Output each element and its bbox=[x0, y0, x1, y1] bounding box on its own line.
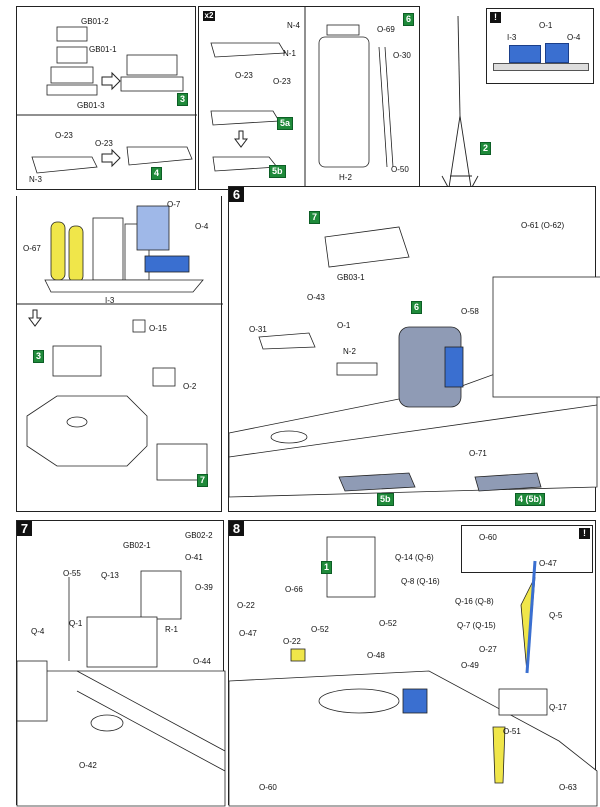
warning-icon: ! bbox=[490, 12, 501, 23]
part-label: Q-4 bbox=[31, 627, 45, 636]
step-badge: 5a bbox=[277, 117, 294, 130]
step-badge: 6 bbox=[411, 301, 423, 314]
part-label: O-41 bbox=[185, 553, 203, 562]
inset-funnel-platform: ! O-1 I-3 O-4 bbox=[486, 8, 594, 84]
part-label: N-3 bbox=[29, 175, 42, 184]
part-label: O-23 bbox=[273, 77, 291, 86]
part-label: O-60 bbox=[479, 533, 497, 542]
part-label: GB01-2 bbox=[81, 17, 109, 26]
part-label: O-67 bbox=[23, 244, 41, 253]
part-label: R-1 bbox=[165, 625, 178, 634]
part-label: O-44 bbox=[193, 657, 211, 666]
superstructure-drawing bbox=[17, 205, 223, 481]
step-badge: 2 bbox=[480, 142, 492, 155]
hull-step6-drawing bbox=[228, 226, 600, 498]
part-label: O-52 bbox=[379, 619, 397, 628]
part-label: O-1 bbox=[539, 21, 553, 30]
part-label: O-27 bbox=[479, 645, 497, 654]
part-label: Q-1 bbox=[69, 619, 83, 628]
part-label: O-1 bbox=[337, 321, 351, 330]
part-label: O-52 bbox=[311, 625, 329, 634]
part-label: O-50 bbox=[391, 165, 409, 174]
part-label: N-1 bbox=[283, 49, 296, 58]
part-label: O-43 bbox=[307, 293, 325, 302]
step-badge: 5b bbox=[377, 493, 394, 506]
part-label: O-60 bbox=[259, 783, 277, 792]
part-label: O-4 bbox=[567, 33, 581, 42]
part-label: O-15 bbox=[149, 324, 167, 333]
part-label: N-4 bbox=[287, 21, 300, 30]
part-label: O-42 bbox=[79, 761, 97, 770]
part-label: GB03-1 bbox=[337, 273, 365, 282]
part-label: O-31 bbox=[249, 325, 267, 334]
part-label: Q-16 (Q-8) bbox=[455, 597, 494, 606]
step-badge: 1 bbox=[321, 561, 333, 574]
part-label: O-51 bbox=[503, 727, 521, 736]
step-badge: 5b bbox=[269, 165, 286, 178]
part-label: O-47 bbox=[539, 559, 557, 568]
part-label: O-63 bbox=[559, 783, 577, 792]
panel-step-7: 7 GB02-1 GB02-2 O-41 O-39 O-55 Q-13 Q-4 … bbox=[16, 520, 226, 807]
step-badge: 7 bbox=[197, 474, 209, 487]
part-label: O-30 bbox=[393, 51, 411, 60]
panel-boats-funnel: x2 N-4 N-1 O-23 O-23 O-69 O-30 O-50 H-2 … bbox=[198, 6, 420, 191]
part-label: O-23 bbox=[95, 139, 113, 148]
part-label: O-48 bbox=[367, 651, 385, 660]
part-label: I-3 bbox=[507, 33, 517, 42]
part-label: O-49 bbox=[461, 661, 479, 670]
part-label: O-23 bbox=[235, 71, 253, 80]
part-label: O-71 bbox=[469, 449, 487, 458]
step-badge: 4 (5b) bbox=[515, 493, 546, 506]
step-badge: 6 bbox=[403, 13, 415, 26]
step-number: 6 bbox=[229, 187, 244, 202]
part-label: O-55 bbox=[63, 569, 81, 578]
part-label: O-39 bbox=[195, 583, 213, 592]
step-badge: 4 bbox=[151, 167, 163, 180]
part-label: Q-8 (Q-16) bbox=[401, 577, 440, 586]
part-label: O-61 (O-62) bbox=[521, 221, 565, 230]
part-label: O-22 bbox=[237, 601, 255, 610]
panel-superstructure: O-7 O-4 O-67 I-3 O-15 O-2 3 7 bbox=[16, 196, 223, 512]
step-badge: 7 bbox=[309, 211, 321, 224]
deck-step7-drawing bbox=[16, 570, 226, 807]
part-label: O-47 bbox=[239, 629, 257, 638]
part-label: Q-7 (Q-15) bbox=[457, 621, 496, 630]
hull-step8-drawing bbox=[228, 536, 598, 807]
blue-platform bbox=[509, 45, 541, 63]
part-label: Q-17 bbox=[549, 703, 567, 712]
part-label: Q-13 bbox=[101, 571, 119, 580]
warning-icon: ! bbox=[579, 528, 590, 539]
panel-turret-boats: GB01-2 GB01-1 GB01-3 O-23 O-23 N-3 3 4 bbox=[16, 6, 197, 190]
panel-step-6: 6 O-61 (O-62) GB03-1 O-43 O-1 O-31 O-58 … bbox=[228, 186, 600, 512]
quantity-badge: x2 bbox=[203, 11, 215, 21]
part-label: O-23 bbox=[55, 131, 73, 140]
part-label: Q-14 (Q-6) bbox=[395, 553, 434, 562]
part-label: Q-5 bbox=[549, 611, 563, 620]
part-label: GB01-1 bbox=[89, 45, 117, 54]
part-label: GB02-2 bbox=[185, 531, 213, 540]
mast-area: ! O-1 I-3 O-4 2 bbox=[420, 6, 596, 256]
inset-stern-detail: ! bbox=[461, 525, 593, 573]
panel-step-8: 8 ! Q-14 (Q-6) O-60 O-47 Q-8 (Q-16) O-22… bbox=[228, 520, 598, 807]
boats-funnel-drawing bbox=[210, 7, 394, 191]
part-label: H-2 bbox=[339, 173, 352, 182]
part-label: O-22 bbox=[283, 637, 301, 646]
step-badge: 3 bbox=[177, 93, 189, 106]
part-label: O-7 bbox=[167, 200, 181, 209]
step-number: 8 bbox=[229, 521, 244, 536]
part-label: GB02-1 bbox=[123, 541, 151, 550]
step-number: 7 bbox=[17, 521, 32, 536]
part-label: O-66 bbox=[285, 585, 303, 594]
part-label: O-4 bbox=[195, 222, 209, 231]
deck-base bbox=[493, 63, 589, 71]
part-label: GB01-3 bbox=[77, 101, 105, 110]
step-badge: 3 bbox=[33, 350, 45, 363]
part-label: O-2 bbox=[183, 382, 197, 391]
turret-drawing bbox=[17, 26, 197, 174]
blue-platform-right bbox=[545, 43, 569, 63]
part-label: O-69 bbox=[377, 25, 395, 34]
part-label: N-2 bbox=[343, 347, 356, 356]
part-label: O-58 bbox=[461, 307, 479, 316]
part-label: I-3 bbox=[105, 296, 115, 305]
